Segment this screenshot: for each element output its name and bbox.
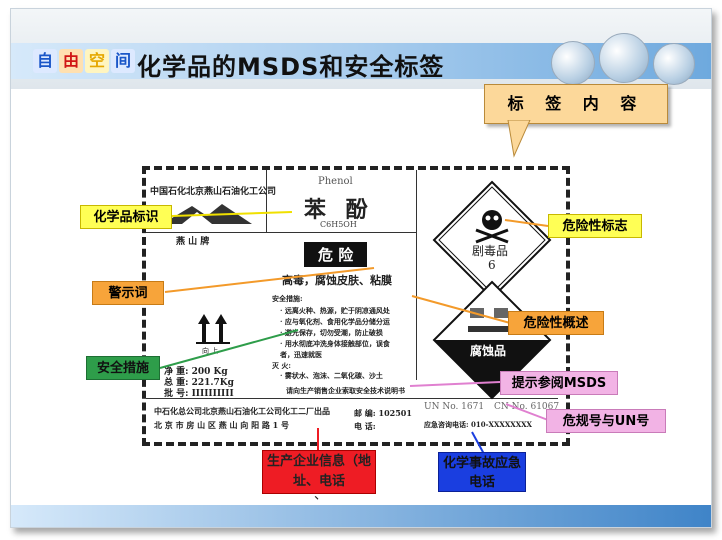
producer-line1: 中石化总公司北京燕山石油化工公司化工二厂出品 (154, 406, 330, 416)
tag-hazard-symbol: 危险性标志 (548, 214, 642, 238)
up-arrows-icon (196, 314, 230, 344)
measure-line: · 应与氧化剂、食用化学品分储分运 (280, 317, 390, 326)
tag-msds-hint: 提示参阅MSDS (500, 371, 618, 395)
logo-char: 自 (33, 49, 57, 73)
tag-signal-word: 警示词 (92, 281, 164, 305)
signal-word: 危 险 (304, 242, 368, 267)
product-name-cn: 苯 酚 (304, 197, 374, 223)
measure-line: · 远离火种、热源，贮于阴凉通风处 (280, 306, 390, 315)
up-label: 向 上 (202, 347, 219, 355)
emergency-phone: 应急咨询电话: 010-XXXXXXXX (424, 420, 532, 429)
corrosive-diamond-text: 腐蚀品 (470, 344, 507, 358)
globe-decoration (551, 31, 701, 85)
product-name-en: Phenol (318, 176, 353, 187)
measures-title: 安全措施: (272, 294, 303, 303)
logo-char: 由 (59, 49, 83, 73)
phone: 电 话: (354, 421, 376, 431)
page-title: 化学品的MSDS和安全标签 (137, 53, 445, 81)
tag-regulation-numbers: 危规号与UN号 (546, 409, 666, 433)
tag-hazard-overview: 危险性概述 (508, 311, 604, 335)
label-content-callout: 标 签 内 容 (484, 84, 668, 124)
logo-char: 空 (85, 49, 109, 73)
company-name: 中国石化北京燕山石油化工公司 (150, 187, 277, 197)
msds-hint: 请向生产销售企业索取安全技术说明书 (286, 386, 405, 395)
fire-title: 灭 火: (272, 361, 292, 370)
postcode: 邮 编: 102501 (354, 408, 412, 418)
un-number: UN No. 1671 (424, 402, 485, 412)
logo-char: 间 (111, 49, 135, 73)
net-weight: 净 重: 200 Kg (164, 367, 228, 377)
toxic-diamond-text: 剧毒品 (472, 244, 509, 258)
cn-number: CN No. 61067 (494, 402, 560, 412)
tag-chemical-identity: 化学品标识 (80, 205, 172, 229)
producer-line2: 北 京 市 房 山 区 燕 山 向 阳 路 1 号 (154, 420, 289, 430)
tag-producer-info: 生产企业信息（地址、电话 (262, 450, 376, 494)
tag-emergency-phone: 化学事故应急电话 (438, 452, 526, 492)
logo: 自 由 空 间 (33, 49, 135, 75)
hazard-summary: 高毒，腐蚀皮肤、粘膜 (282, 274, 392, 287)
mountain-logo (162, 204, 252, 224)
batch-number: 批 号: IIIIIIIIII (164, 389, 234, 399)
safety-label: 中国石化北京燕山石油化工公司 燕 山 牌 Phenol 苯 酚 C6H5OH 危… (142, 166, 570, 446)
producer-tag-tail: 、 (314, 488, 328, 503)
measure-line: · 避光保存，切勿受潮，防止破损 (280, 328, 383, 337)
measure-line: · 用水彻底冲洗身体接触部位，误食 (280, 339, 390, 348)
tag-safety-measures: 安全措施 (86, 356, 160, 380)
callout-pointer (507, 120, 531, 158)
brand-name: 燕 山 牌 (176, 237, 210, 247)
footer-bar (11, 505, 711, 527)
fire-measure: · 雾状水、泡沫、二氧化碳、沙土 (280, 371, 383, 380)
toxic-diamond-number: 6 (488, 258, 496, 272)
chemical-formula: C6H5OH (320, 220, 357, 229)
gross-weight: 总 重: 221.7Kg (164, 378, 234, 388)
slide-header: 自 由 空 间 化学品的MSDS和安全标签 (11, 9, 711, 89)
measure-line: 者，迅速就医 (280, 350, 322, 359)
